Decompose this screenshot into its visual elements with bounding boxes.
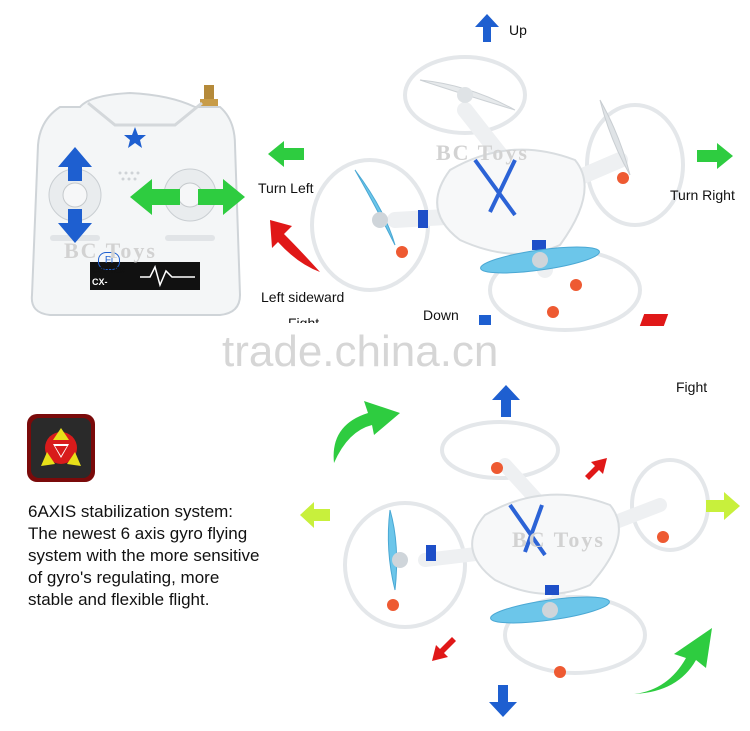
arrow-left-sideward-icon [270, 220, 320, 272]
arrow-right-yellow-icon [706, 492, 740, 520]
label-down: Down [423, 307, 459, 323]
brand-watermark-controller: BC Toys [64, 238, 157, 263]
feature-line-2: system with the more sensitive [28, 546, 260, 565]
label-turn-right: Turn Right [670, 187, 735, 203]
label-fight: Fight [676, 379, 708, 395]
arrow-turn-right-icon [697, 143, 733, 169]
arrow-up-blue-icon [492, 385, 520, 417]
feature-line-3: of gyro's regulating, more [28, 568, 220, 587]
controller-screen-top: COPTER [92, 266, 126, 275]
arrow-up-icon [475, 14, 499, 42]
brand-watermark-drone-top: BC Toys [436, 140, 529, 165]
label-left-sideward: Left sideward [261, 289, 345, 305]
controller-badge: Fi [98, 252, 120, 270]
arrow-down-blue-icon [489, 685, 517, 717]
feature-line-4: stable and flexible flight. [28, 590, 210, 609]
label-turn-left: Turn Left [258, 180, 314, 196]
drone-top [310, 55, 685, 332]
gyro-6axis-icon [27, 414, 95, 482]
feature-title: 6AXIS stabilization system: [28, 502, 234, 521]
arrow-turn-left-icon [268, 141, 304, 167]
arrow-red-partial-icon [639, 314, 669, 326]
watermark-text: trade.china.cn [222, 327, 499, 376]
feature-line-1: The newest 6 axis gyro flying [28, 524, 248, 543]
label-flight-cut: Fight [288, 315, 320, 323]
arrow-left-yellow-icon [300, 502, 330, 528]
arrow-rotate-green-top-icon [333, 401, 400, 463]
arrow-red-down-left-icon [432, 637, 456, 661]
arrow-rotate-green-bottom-icon [634, 628, 712, 694]
drone-bottom [343, 420, 710, 678]
remote-controller [30, 85, 245, 316]
arrow-down-partial-icon [479, 315, 491, 325]
brand-watermark-drone-bottom: BC Toys [512, 527, 605, 552]
controller-screen-model: CX- [92, 277, 108, 287]
label-up: Up [509, 22, 527, 38]
arrow-red-up-right-icon [585, 458, 607, 480]
